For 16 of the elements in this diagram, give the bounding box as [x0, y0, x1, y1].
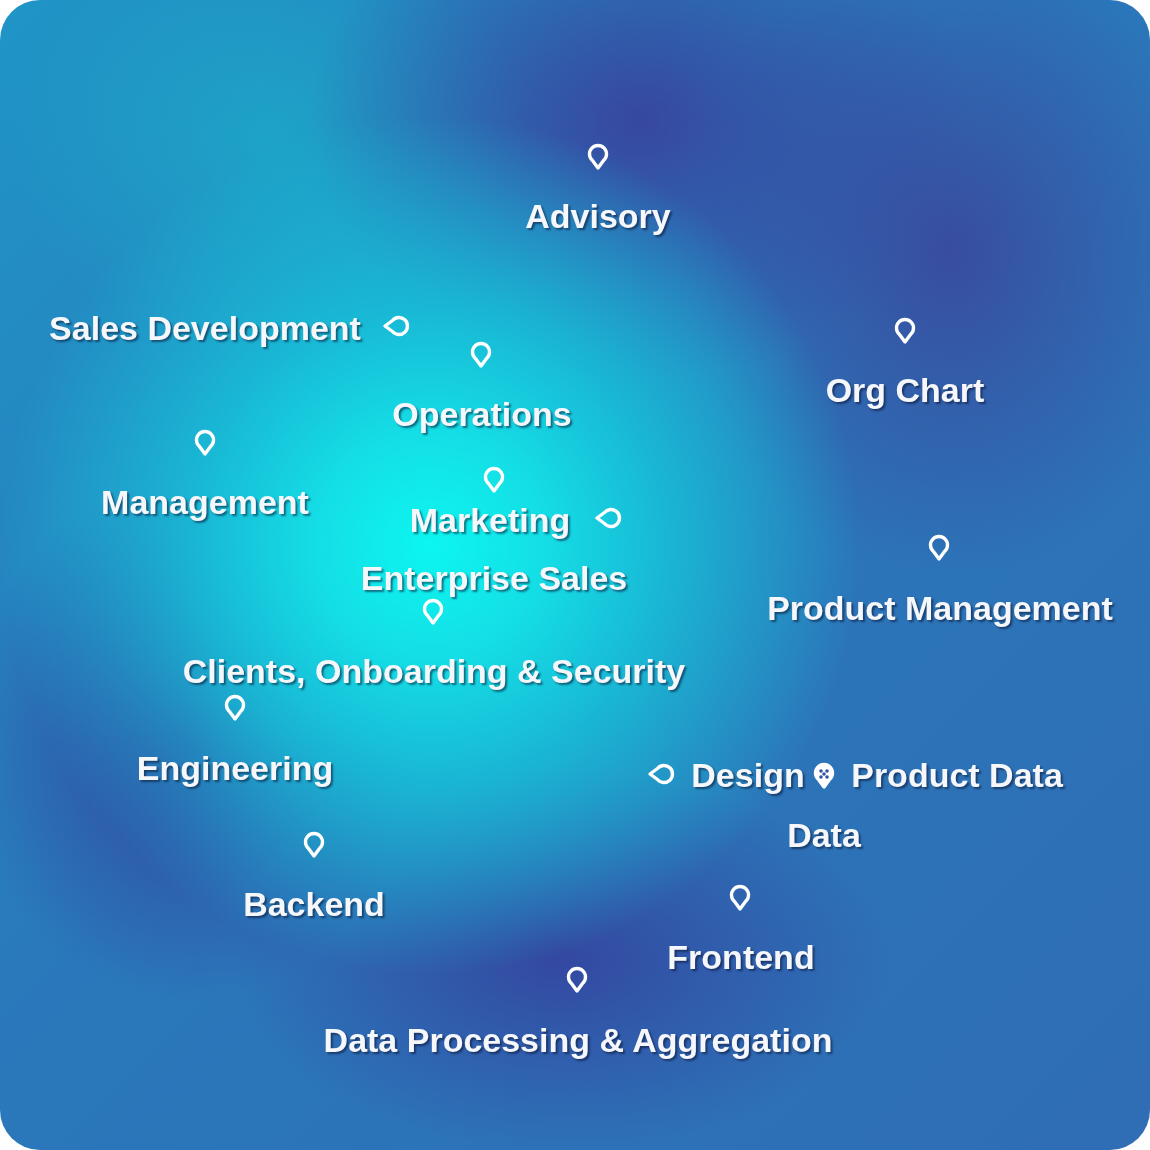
map-label: Management — [101, 483, 309, 521]
map-label: Org Chart — [825, 371, 985, 409]
map-label: Design — [691, 756, 805, 794]
map-label: Frontend — [667, 938, 815, 976]
map-label: Marketing — [409, 501, 571, 539]
map-label: Engineering — [136, 749, 334, 787]
map-label: Advisory — [525, 197, 671, 235]
map-label: Operations — [392, 395, 572, 433]
map-label: Product Management — [767, 589, 1113, 627]
map-label: Backend — [243, 885, 385, 923]
map-label: Clients, Onboarding & Security — [182, 652, 686, 690]
map-label: Data Processing & Aggregation — [323, 1021, 833, 1059]
map-label: Product Data — [851, 756, 1063, 794]
map-label: Enterprise Sales — [360, 559, 628, 597]
map-label: Sales Development — [49, 309, 361, 347]
map-label: Data — [787, 816, 861, 854]
